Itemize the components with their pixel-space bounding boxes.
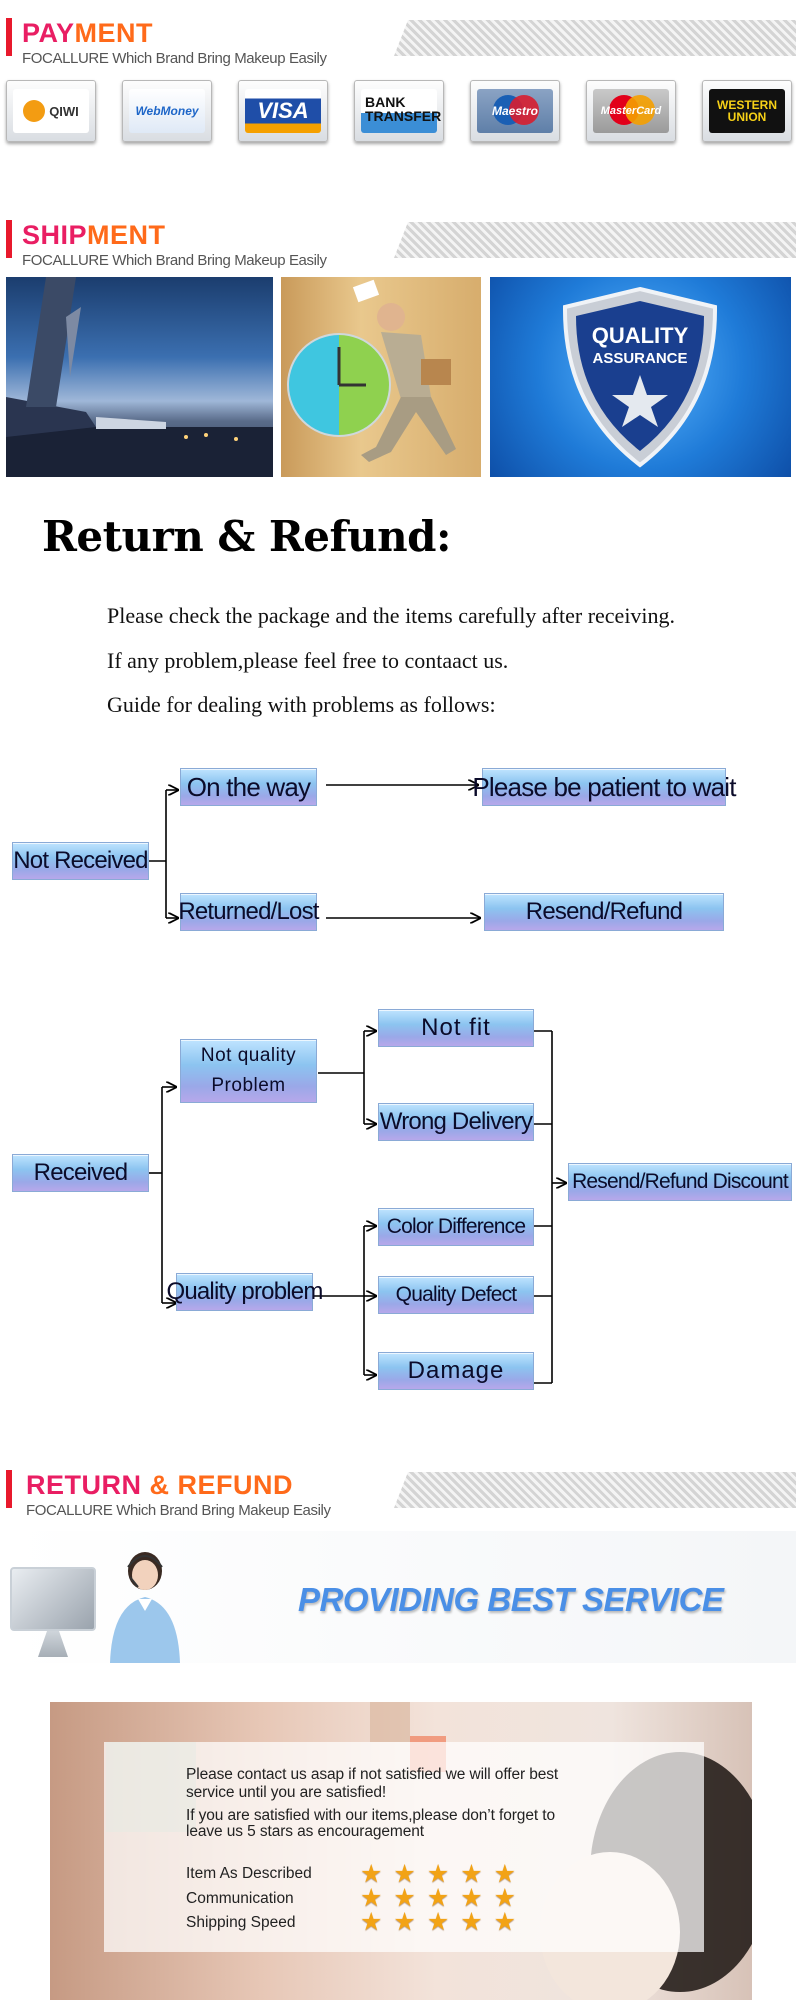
feedback-overlay <box>104 1742 704 1952</box>
star-rating-icon: ★★★★★ <box>360 1884 528 1912</box>
not-received-box: Not Received <box>12 842 149 880</box>
policy-line: Please check the package and the items c… <box>107 603 676 628</box>
qiwi-logo-icon <box>23 100 46 122</box>
qiwi-card: QIWI <box>6 80 96 142</box>
resend-refund-discount-box: Resend/Refund Discount <box>568 1163 792 1201</box>
accent-bar <box>6 18 12 56</box>
returned-lost-box: Returned/Lost <box>178 893 319 931</box>
return-refund-title: RETURN & REFUND <box>26 1470 294 1500</box>
return-refund-subtitle: FOCALLURE Which Brand Bring Makeup Easil… <box>26 1502 331 1519</box>
star-rating-icon: ★★★★★ <box>360 1860 528 1888</box>
quality-assurance-photo: QUALITY ASSURANCE <box>490 277 791 477</box>
airport-photo <box>6 277 273 477</box>
courier-clock-icon <box>287 279 456 462</box>
quality-problem-box: Quality problem <box>166 1273 323 1311</box>
service-banner-text: PROVIDING BEST SERVICE <box>298 1581 724 1618</box>
webmoney-card: WebMoney <box>122 80 212 142</box>
webmoney-label: WebMoney <box>135 104 199 118</box>
on-the-way-box: On the way <box>180 768 317 806</box>
shield-icon: QUALITY ASSURANCE <box>562 286 718 468</box>
courier-photo <box>281 277 481 477</box>
payment-subtitle: FOCALLURE Which Brand Bring Makeup Easil… <box>22 50 327 67</box>
maestro-circle-icon <box>509 95 539 125</box>
support-agent-icon <box>110 1552 180 1663</box>
feedback-line: Please contact us asap if not satisfied … <box>186 1766 559 1783</box>
received-box: Received <box>12 1154 149 1192</box>
western-union-label: WESTERN UNION <box>717 98 777 124</box>
rating-label: Item As Described <box>186 1865 312 1882</box>
visa-label: VISA <box>257 98 309 123</box>
rating-label: Communication <box>186 1890 294 1907</box>
shipment-subtitle: FOCALLURE Which Brand Bring Makeup Easil… <box>22 252 327 269</box>
star-rating-icon: ★★★★★ <box>360 1908 528 1936</box>
maestro-card: Maestro <box>470 80 560 142</box>
payment-header: PAYMENT FOCALLURE Which Brand Bring Make… <box>6 18 796 74</box>
qiwi-label: QIWI <box>49 103 79 119</box>
quality-defect-box: Quality Defect <box>378 1276 534 1314</box>
accent-bar <box>6 1470 12 1508</box>
feedback-panel: Please contact us asap if not satisfied … <box>50 1702 752 2000</box>
airplane-icon <box>6 277 273 477</box>
feedback-line: service until you are satisfied! <box>186 1784 387 1801</box>
not-quality-problem-box: Not quality Problem <box>180 1039 317 1103</box>
bank-transfer-card: BANK TRANSFER <box>354 80 444 142</box>
computer-monitor-icon <box>10 1567 96 1631</box>
return-refund-heading: Return & Refund: <box>42 512 452 561</box>
policy-line: If any problem,please feel free to conta… <box>107 648 509 673</box>
badge-line1: QUALITY <box>592 323 689 348</box>
decorative-stripes <box>394 20 796 56</box>
return-refund-header: RETURN & REFUND FOCALLURE Which Brand Br… <box>6 1470 796 1526</box>
mastercard-circle-icon <box>625 95 655 125</box>
payment-methods: QIWI WebMoney VISA BANK TRANSFER Maestro… <box>6 80 796 144</box>
rating-label: Shipping Speed <box>186 1914 296 1931</box>
payment-title: PAYMENT <box>22 18 154 48</box>
visa-card: VISA <box>238 80 328 142</box>
policy-line: Guide for dealing with problems as follo… <box>107 692 496 717</box>
service-banner: PROVIDING BEST SERVICE <box>10 1531 796 1663</box>
shipment-title: SHIPMENT <box>22 220 166 250</box>
damage-box: Damage <box>378 1352 534 1390</box>
maestro-label: Maestro <box>491 104 538 118</box>
monitor-stand-icon <box>38 1631 68 1657</box>
resend-refund-box: Resend/Refund <box>484 893 724 931</box>
bank-transfer-label: BANK TRANSFER <box>365 94 442 124</box>
mastercard-label: MasterCard <box>600 105 662 117</box>
feedback-line: If you are satisfied with our items,plea… <box>186 1807 555 1824</box>
decorative-stripes <box>394 1472 796 1508</box>
decorative-stripes <box>394 222 796 258</box>
not-fit-box: Not fit <box>378 1009 534 1047</box>
badge-line2: ASSURANCE <box>592 350 687 367</box>
western-union-card: WESTERN UNION <box>702 80 792 142</box>
be-patient-box: Please be patient to wait <box>472 768 736 806</box>
color-difference-box: Color Difference <box>378 1208 534 1246</box>
wrong-delivery-box: Wrong Delivery <box>378 1103 534 1141</box>
mastercard-card: MasterCard <box>586 80 676 142</box>
accent-bar <box>6 220 12 258</box>
feedback-line: leave us 5 stars as encouragement <box>186 1823 424 1840</box>
not-quality-line2: Problem <box>211 1075 286 1096</box>
shipment-header: SHIPMENT FOCALLURE Which Brand Bring Mak… <box>6 220 796 276</box>
not-quality-line1: Not quality <box>200 1045 297 1066</box>
